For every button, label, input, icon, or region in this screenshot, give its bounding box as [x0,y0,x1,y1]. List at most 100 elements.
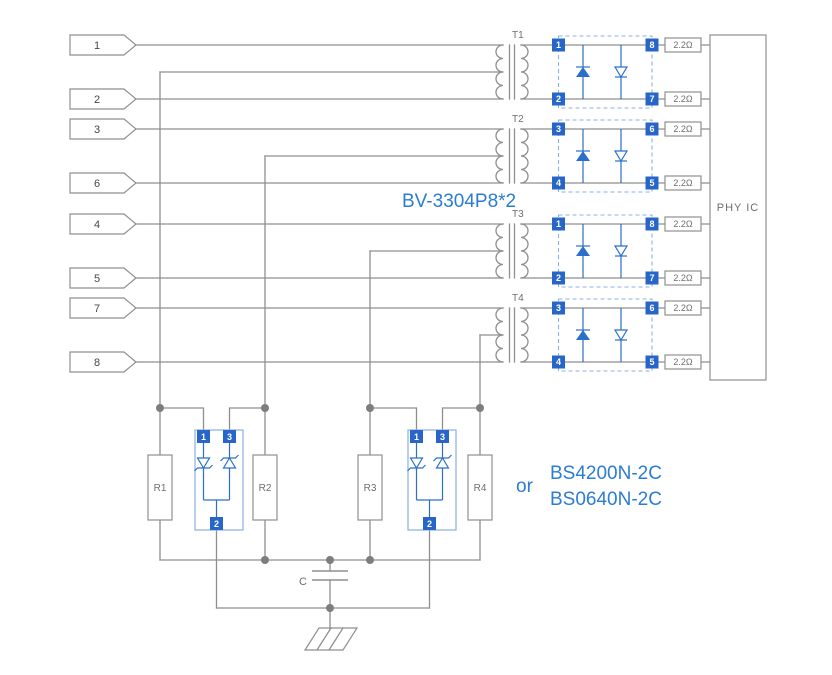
primary-coil [495,128,504,184]
resistor-value: 2.2Ω [673,357,693,367]
array-pin-number: 3 [556,303,561,313]
core [508,307,516,363]
array-pin [552,217,565,231]
zener-diode-icon [409,457,424,470]
resistor-body [664,121,702,137]
resistor-value: 2.2Ω [673,273,693,283]
tvs-pin [410,430,423,443]
tvs-device-1: 1 3 2 [194,429,244,531]
part-labels: BV-3304P8*2 or BS4200N-2C BS0640N-2C [402,191,662,510]
connector-pin-label: 3 [94,124,100,136]
termination-resistors: R1 R2 R3 R4 [147,454,493,521]
tvs-pin-number: 3 [440,432,445,442]
tvs-pin [436,430,449,443]
resistor-body [147,454,173,521]
phy-ic-label: PHY IC [717,202,759,214]
tvs-pin-number: 1 [201,432,206,442]
tvs-pin-number: 1 [414,432,419,442]
array-pin-number: 6 [649,303,654,313]
transformer-t1: T1 [495,30,529,100]
array-pin-number: 3 [556,124,561,134]
resistor-value: 2.2Ω [673,178,693,188]
tvs-part-number-1: BS4200N-2C [550,463,662,484]
array-pin [645,355,659,369]
wires [135,44,711,630]
core [508,128,516,184]
primary-coil [495,223,504,279]
or-label: or [516,476,534,497]
resistor-value: 2.2Ω [673,94,693,104]
connector-pin-label: 5 [94,273,100,285]
array-pin-number: 7 [649,273,654,283]
diode-array: 1 2 8 7 3 4 6 5 1 2 8 7 3 4 6 5 [552,35,659,372]
tvs-body [407,429,457,531]
zener-diode-icon [222,456,237,469]
connector-pin-shape [69,213,137,235]
array-pin-number: 4 [556,357,561,367]
resistor-label: R1 [154,483,167,494]
resistor-body [467,454,493,521]
secondary-coil [520,223,529,279]
connector-pin: 1 [69,34,137,56]
resistor-value: 2.2Ω [673,219,693,229]
array-pin-number: 4 [556,178,561,188]
array-pin [552,38,565,52]
array-pin [645,92,659,106]
core [508,44,516,100]
connector-pin: 5 [69,267,137,289]
diode-up-icon [576,246,590,256]
series-resistors: 2.2Ω 2.2Ω 2.2Ω 2.2Ω 2.2Ω 2.2Ω 2.2Ω 2.2Ω [664,37,702,370]
connector-pin-label: 7 [94,303,100,315]
tvs-device-2: 1 3 2 [407,429,457,531]
diode-array-package [557,214,653,288]
connector-pin: 3 [69,118,137,140]
array-pin [552,301,565,315]
connector-pin: 7 [69,297,137,319]
zener-diode-icon [435,456,450,469]
tvs-pin-number: 2 [214,519,219,529]
array-pin-number: 6 [649,124,654,134]
resistor-value: 2.2Ω [673,40,693,50]
resistor-value: 2.2Ω [673,124,693,134]
secondary-coil [520,307,529,363]
tvs-pin [423,517,436,530]
array-pin-number: 2 [556,273,561,283]
connector-pin-shape [69,351,137,373]
phy-ic-body [709,34,767,381]
array-pin-number: 8 [649,40,654,50]
array-pin-number: 8 [649,219,654,229]
connector-pins: 1 2 3 6 4 5 7 8 [69,34,137,373]
secondary-coil [520,44,529,100]
diode-array-part-number: BV-3304P8*2 [402,191,516,212]
resistor-body [664,175,702,191]
tvs-pin [197,430,210,443]
ground-icon [303,627,359,651]
array-pin [645,38,659,52]
ground-symbol [303,627,359,651]
array-pin-number: 2 [556,94,561,104]
transformers: T1 T2 T3 T4 [495,30,529,363]
array-pin-number: 1 [556,40,561,50]
connector-pin-shape [69,118,137,140]
connector-pin-label: 4 [94,219,100,231]
resistor-body [664,216,702,232]
connector-pin-shape [69,88,137,110]
array-pin [552,92,565,106]
zener-diode-icon [196,457,211,470]
connector-pin-shape [69,297,137,319]
primary-coil [495,307,504,363]
diode-down-icon [613,245,629,258]
resistor-body [664,91,702,107]
array-pin [645,301,659,315]
primary-coil [495,44,504,100]
tvs-pin [223,430,236,443]
connector-pin-shape [69,267,137,289]
array-pin [645,122,659,136]
connector-pin-label: 8 [94,357,100,369]
resistor-body [357,454,383,521]
secondary-coil [520,128,529,184]
transformer-t2: T2 [495,114,529,184]
transformer-t3: T3 [495,209,529,279]
array-pin [645,176,659,190]
connector-pin-label: 2 [94,94,100,106]
